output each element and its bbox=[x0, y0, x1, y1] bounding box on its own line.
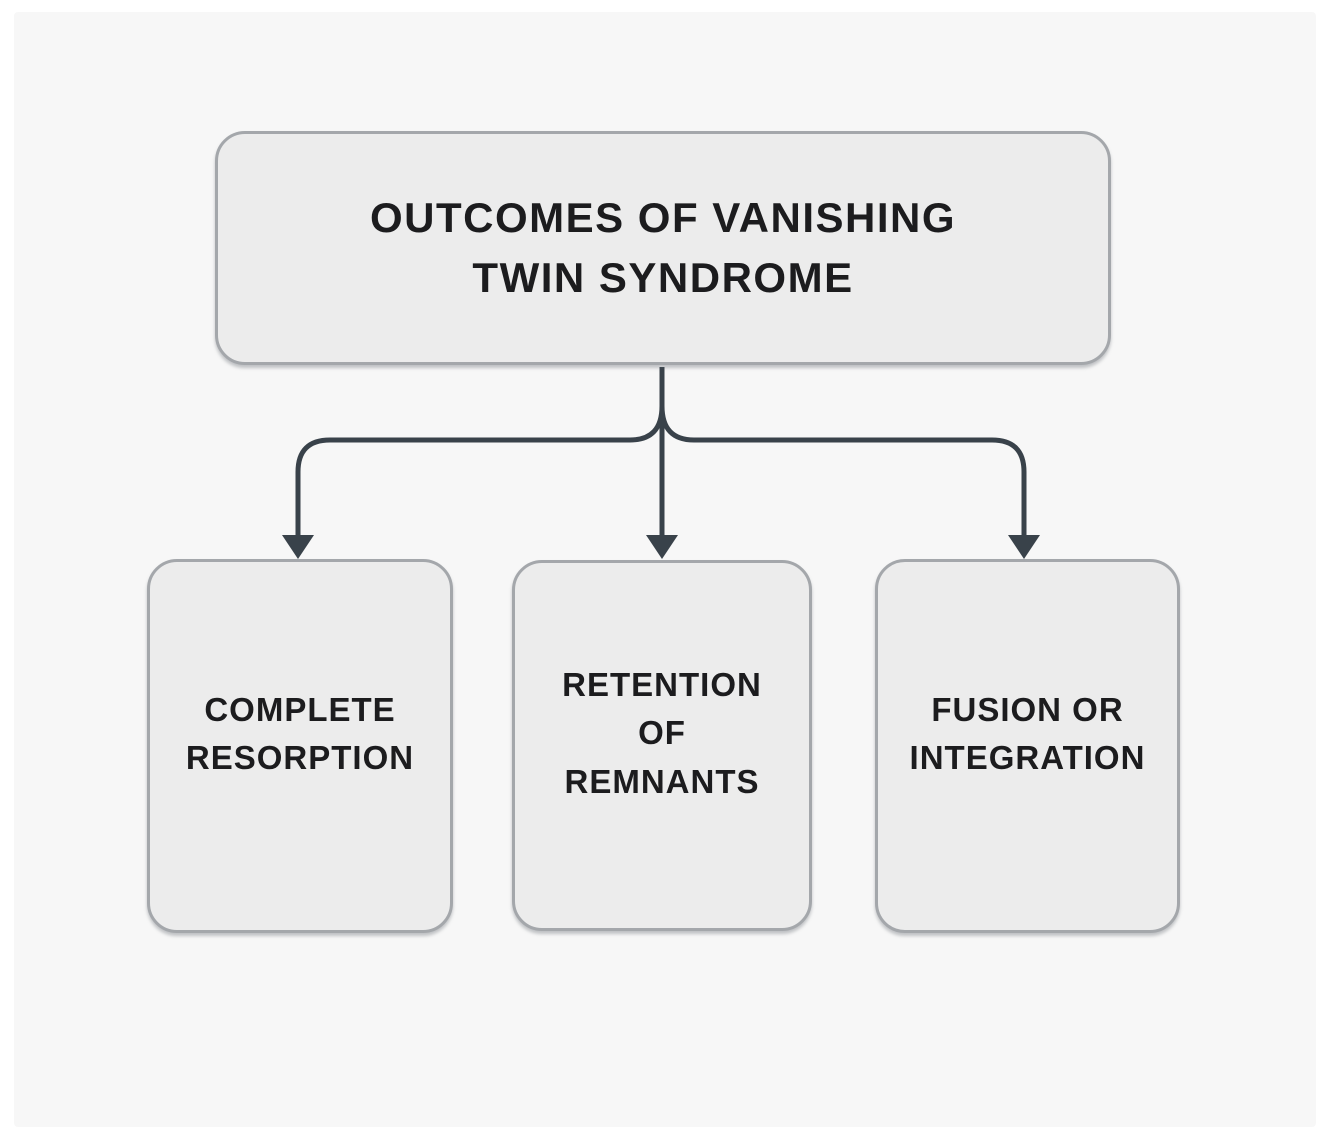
root-label-line-1: OUTCOMES OF VANISHING bbox=[369, 194, 957, 242]
child-label-line: RETENTION bbox=[562, 666, 762, 704]
child-label-line: COMPLETE bbox=[204, 690, 396, 728]
child-node-label: RETENTION OF REMNANTS bbox=[515, 661, 809, 806]
child-label-line: OF bbox=[638, 714, 686, 752]
child-label-line: FUSION OR bbox=[931, 690, 1124, 728]
node-fusion-or-integration: FUSION OR INTEGRATION bbox=[875, 559, 1180, 933]
root-label-line-2: TWIN SYNDROME bbox=[472, 254, 854, 301]
child-label-line: REMNANTS bbox=[564, 762, 760, 800]
root-node-label: OUTCOMES OF VANISHING TWIN SYNDROME bbox=[218, 188, 1108, 307]
child-label-line: RESORPTION bbox=[185, 739, 415, 776]
node-complete-resorption: COMPLETE RESORPTION bbox=[147, 559, 453, 933]
child-node-label: FUSION OR INTEGRATION bbox=[878, 686, 1177, 782]
child-node-label: COMPLETE RESORPTION bbox=[150, 686, 450, 782]
node-retention-of-remnants: RETENTION OF REMNANTS bbox=[512, 560, 812, 931]
child-label-line: INTEGRATION bbox=[909, 739, 1146, 776]
node-outcomes-of-vanishing-twin-syndrome: OUTCOMES OF VANISHING TWIN SYNDROME bbox=[215, 131, 1111, 365]
